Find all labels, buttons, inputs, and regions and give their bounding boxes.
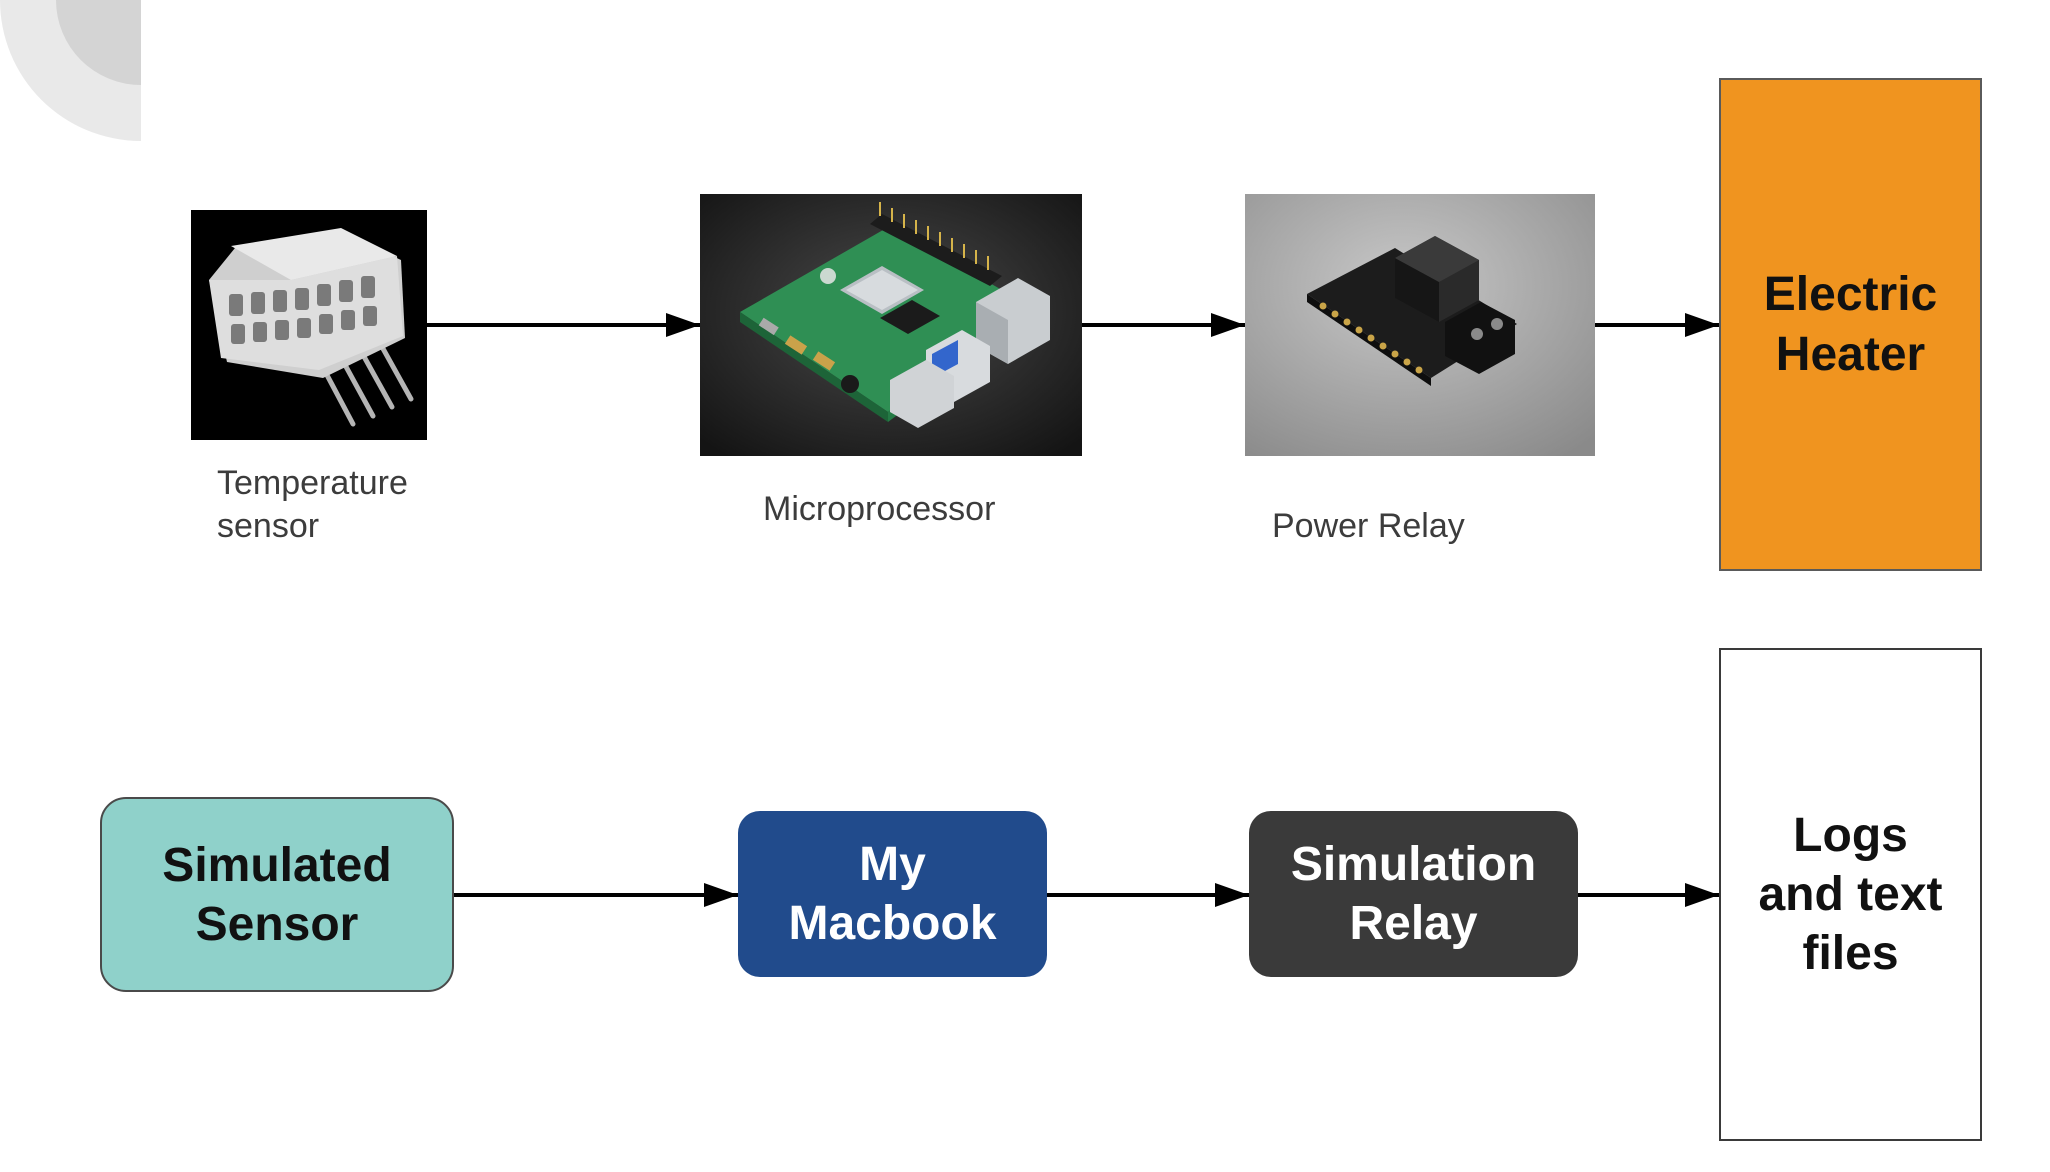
relay-module-icon xyxy=(1245,194,1595,456)
simulated-sensor-label: Simulated Sensor xyxy=(162,838,392,951)
electric-heater-block: Electric Heater xyxy=(1719,78,1982,571)
logs-label: Logs and text files xyxy=(1758,809,1943,980)
power-relay-photo xyxy=(1245,194,1595,456)
arrowhead-5 xyxy=(1215,883,1249,907)
arrowhead-3 xyxy=(1685,313,1719,337)
simulation-relay-block: Simulation Relay xyxy=(1249,811,1578,977)
arrowhead-2 xyxy=(1211,313,1245,337)
simulation-relay-label: Simulation Relay xyxy=(1290,838,1537,950)
dht-temperature-sensor-icon xyxy=(191,210,427,440)
arrowhead-4 xyxy=(704,883,738,907)
microprocessor-caption: Microprocessor xyxy=(763,490,996,528)
temperature-sensor-caption: Temperature sensor xyxy=(217,464,408,545)
logs-block: Logs and text files xyxy=(1719,648,1982,1141)
simulated-sensor-block: Simulated Sensor xyxy=(100,797,454,992)
my-macbook-label: My Macbook xyxy=(788,838,997,950)
microprocessor-photo xyxy=(700,194,1082,456)
arrowhead-6 xyxy=(1685,883,1719,907)
arrowhead-1 xyxy=(666,313,700,337)
corner-decoration xyxy=(0,0,141,141)
power-relay-caption: Power Relay xyxy=(1272,507,1465,545)
electric-heater-label: Electric Heater xyxy=(1763,267,1938,381)
my-macbook-block: My Macbook xyxy=(738,811,1047,977)
temperature-sensor-photo xyxy=(191,210,427,440)
raspberry-pi-board-icon xyxy=(700,194,1082,456)
corner-inner-arc xyxy=(56,0,141,85)
